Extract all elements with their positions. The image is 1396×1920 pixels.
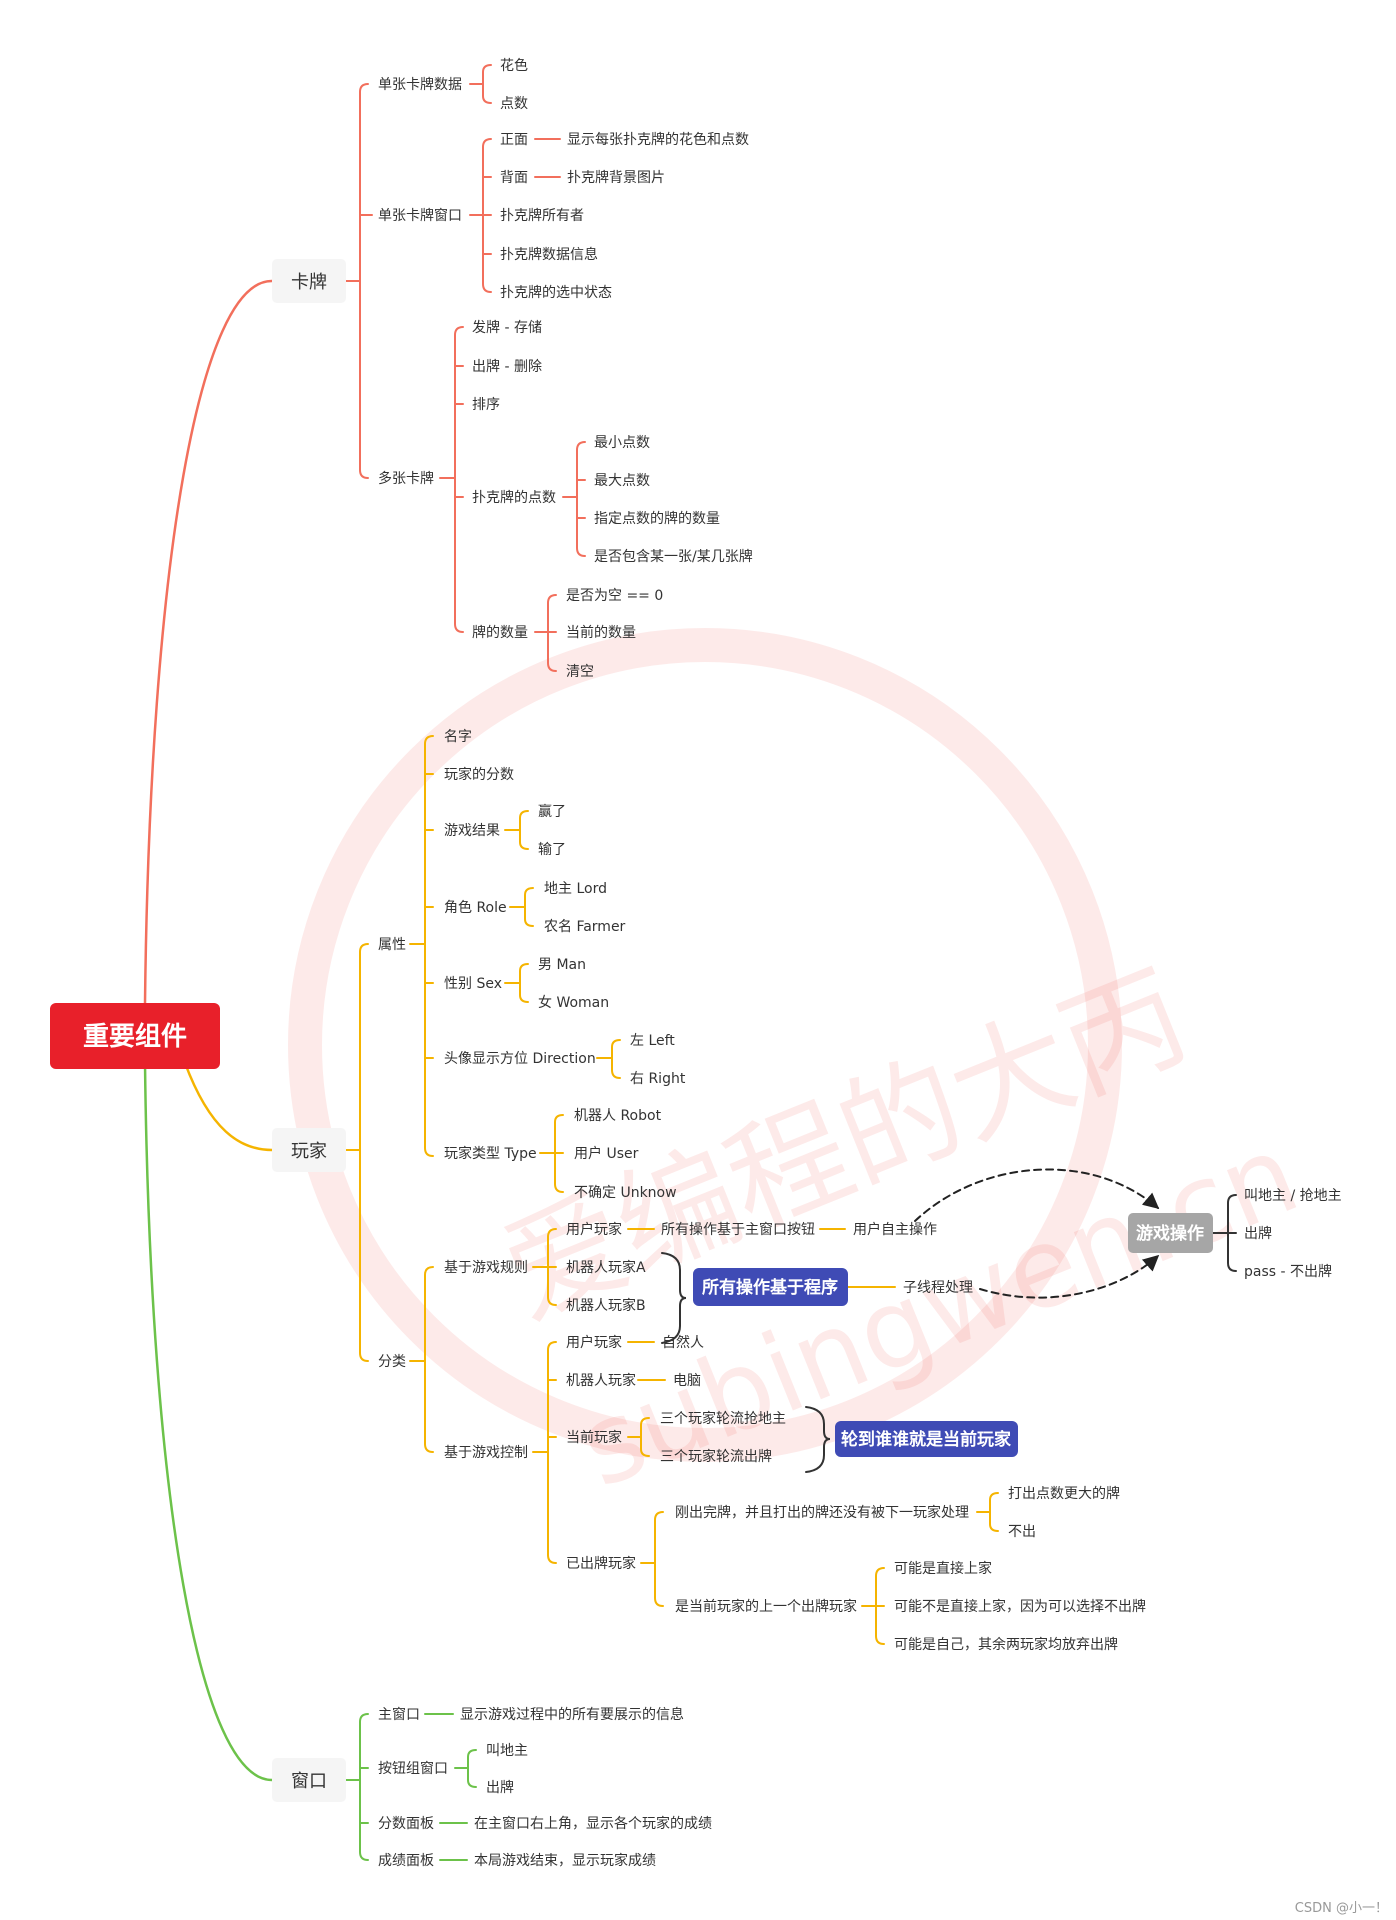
- sex-node: 性别 Sex: [444, 976, 502, 992]
- root-node: 重要组件: [50, 1003, 220, 1069]
- case1-bigger: 打出点数更大的牌: [1008, 1485, 1120, 1502]
- root-label: 重要组件: [83, 1021, 187, 1052]
- branch-card-label: 卡牌: [291, 272, 327, 293]
- type-user: 用户 User: [574, 1145, 639, 1162]
- score-panel-desc: 在主窗口右上角，显示各个玩家的成绩: [474, 1815, 712, 1832]
- rule-user-self: 用户自主操作: [853, 1221, 937, 1238]
- control-played: 已出牌玩家: [566, 1555, 636, 1572]
- branch-window: 窗口: [272, 1758, 346, 1802]
- points-min: 最小点数: [594, 435, 650, 451]
- branch-window-label: 窗口: [291, 1771, 327, 1792]
- case2-direct: 可能是直接上家: [894, 1560, 992, 1577]
- direction-right: 右 Right: [630, 1071, 686, 1087]
- type-unknow: 不确定 Unknow: [574, 1185, 677, 1201]
- current-summary-label: 轮到谁谁就是当前玩家: [841, 1429, 1011, 1450]
- branch-player-label: 玩家: [291, 1141, 327, 1162]
- rule-user: 用户玩家: [566, 1221, 622, 1238]
- role-lord: 地主 Lord: [544, 881, 607, 897]
- game-op-play: 出牌: [1244, 1225, 1272, 1242]
- game-op-pass: pass - 不出牌: [1244, 1263, 1332, 1280]
- case2-not-direct: 可能不是直接上家，因为可以选择不出牌: [894, 1598, 1146, 1615]
- rule-node: 基于游戏规则: [444, 1259, 528, 1276]
- direction-left: 左 Left: [630, 1033, 675, 1049]
- info-node: 扑克牌数据信息: [500, 246, 598, 263]
- rank-node: 点数: [500, 96, 528, 112]
- current-summary: 轮到谁谁就是当前玩家: [835, 1421, 1018, 1457]
- result-node: 游戏结果: [444, 823, 500, 839]
- count-current: 当前的数量: [566, 624, 636, 641]
- sort-node: 排序: [472, 397, 500, 413]
- play-node: 出牌 - 删除: [472, 358, 542, 375]
- type-node: 玩家类型 Type: [444, 1145, 537, 1162]
- single-card-window: 单张卡牌窗口: [378, 207, 462, 224]
- score-panel: 分数面板: [378, 1816, 434, 1832]
- control-robot: 机器人玩家: [566, 1372, 636, 1389]
- front-desc: 显示每张扑克牌的花色和点数: [567, 131, 749, 148]
- control-node: 基于游戏控制: [444, 1444, 528, 1461]
- result-panel: 成绩面板: [378, 1853, 434, 1869]
- type-robot: 机器人 Robot: [574, 1108, 662, 1124]
- credit-text: CSDN @小一！: [1295, 1901, 1388, 1916]
- played-case1: 刚出完牌，并且打出的牌还没有被下一玩家处理: [675, 1504, 969, 1521]
- role-node: 角色 Role: [444, 899, 507, 916]
- thread-node: 子线程处理: [903, 1280, 973, 1296]
- branch-card: 卡牌: [272, 259, 346, 303]
- control-human: 自然人: [662, 1334, 704, 1351]
- name-node: 名字: [444, 729, 472, 745]
- result-win: 赢了: [538, 803, 566, 820]
- played-case2: 是当前玩家的上一个出牌玩家: [675, 1598, 857, 1615]
- watermark-ring: [288, 628, 1122, 1462]
- role-farmer: 农名 Farmer: [544, 919, 626, 935]
- program-summary-label: 所有操作基于程序: [702, 1277, 838, 1298]
- current-play: 三个玩家轮流出牌: [660, 1448, 772, 1465]
- direction-node: 头像显示方位 Direction: [444, 1051, 596, 1067]
- sex-woman: 女 Woman: [538, 994, 609, 1011]
- rule-user-op: 所有操作基于主窗口按钮: [661, 1221, 815, 1238]
- score-node: 玩家的分数: [444, 766, 514, 783]
- case2-self: 可能是自己，其余两玩家均放弃出牌: [894, 1636, 1118, 1653]
- back-desc: 扑克牌背景图片: [567, 169, 665, 186]
- count-empty: 是否为空 == 0: [566, 588, 663, 604]
- points-count: 指定点数的牌的数量: [594, 510, 720, 527]
- front-node: 正面: [500, 132, 528, 148]
- rule-robot-a: 机器人玩家A: [566, 1259, 646, 1276]
- owner-node: 扑克牌所有者: [500, 207, 584, 224]
- multi-card: 多张卡牌: [378, 470, 434, 487]
- cat-node: 分类: [378, 1354, 406, 1370]
- points-contains: 是否包含某一张/某几张牌: [594, 548, 753, 565]
- game-op-label: 游戏操作: [1136, 1223, 1204, 1244]
- control-computer: 电脑: [673, 1373, 701, 1389]
- deal-node: 发牌 - 存储: [472, 319, 542, 336]
- game-op-call: 叫地主 / 抢地主: [1244, 1187, 1342, 1204]
- case1-pass: 不出: [1008, 1524, 1036, 1540]
- points-max: 最大点数: [594, 473, 650, 489]
- selected-node: 扑克牌的选中状态: [500, 284, 612, 301]
- branch-player: 玩家: [272, 1128, 346, 1172]
- control-user: 用户玩家: [566, 1334, 622, 1351]
- control-current: 当前玩家: [566, 1429, 622, 1446]
- suit-node: 花色: [500, 57, 528, 74]
- current-call: 三个玩家轮流抢地主: [660, 1410, 786, 1427]
- attr-node: 属性: [378, 937, 406, 953]
- main-window-desc: 显示游戏过程中的所有要展示的信息: [460, 1706, 684, 1723]
- result-lose: 输了: [538, 842, 566, 858]
- button-play: 出牌: [486, 1779, 514, 1796]
- sex-man: 男 Man: [538, 957, 586, 973]
- result-panel-desc: 本局游戏结束，显示玩家成绩: [474, 1852, 656, 1869]
- main-window: 主窗口: [378, 1706, 420, 1723]
- count-node: 牌的数量: [472, 624, 528, 641]
- back-node: 背面: [500, 170, 528, 186]
- program-summary: 所有操作基于程序: [693, 1268, 848, 1306]
- button-call: 叫地主: [486, 1743, 528, 1759]
- rule-robot-b: 机器人玩家B: [566, 1297, 646, 1314]
- single-card-data: 单张卡牌数据: [378, 76, 462, 93]
- button-window: 按钮组窗口: [378, 1760, 448, 1777]
- game-op-node: 游戏操作: [1128, 1213, 1213, 1253]
- count-clear: 清空: [566, 664, 594, 680]
- points-node: 扑克牌的点数: [472, 489, 556, 506]
